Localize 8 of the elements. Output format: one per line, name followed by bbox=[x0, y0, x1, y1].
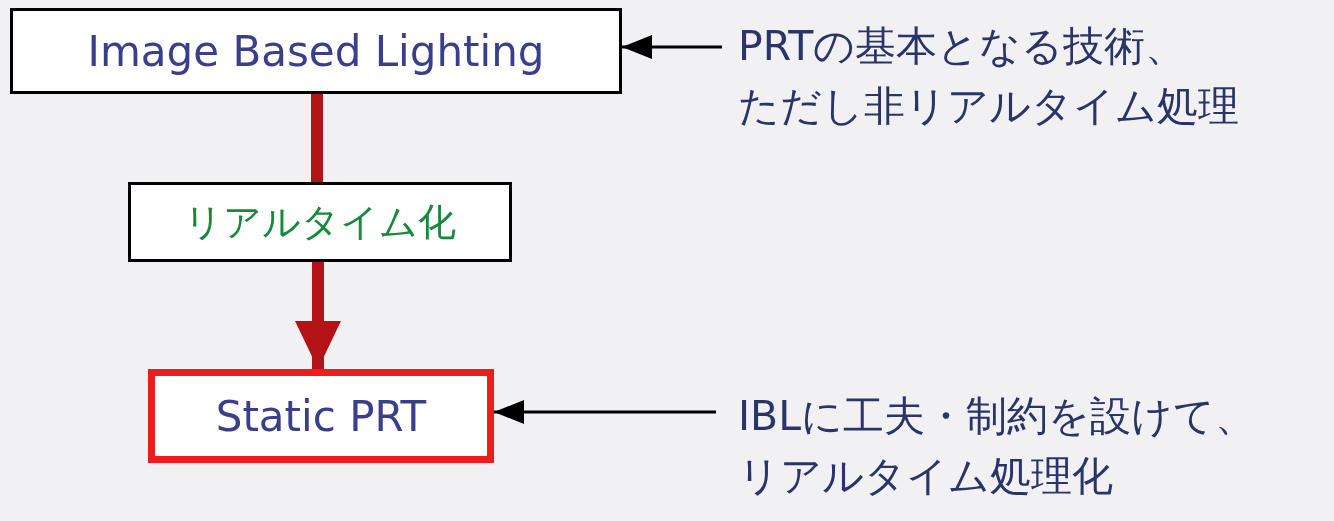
note-text: IBLに工夫・制約を設けて、リアルタイム処理化 bbox=[738, 386, 1334, 506]
process-box: リアルタイム化 bbox=[128, 182, 512, 262]
process-box: Image Based Lighting bbox=[10, 8, 622, 94]
arrow bbox=[494, 400, 716, 424]
process-box: Static PRT bbox=[148, 369, 494, 463]
arrow bbox=[622, 35, 722, 59]
arrow bbox=[295, 262, 341, 369]
note-text: PRTの基本となる技術、ただし非リアルタイム処理 bbox=[738, 16, 1328, 136]
